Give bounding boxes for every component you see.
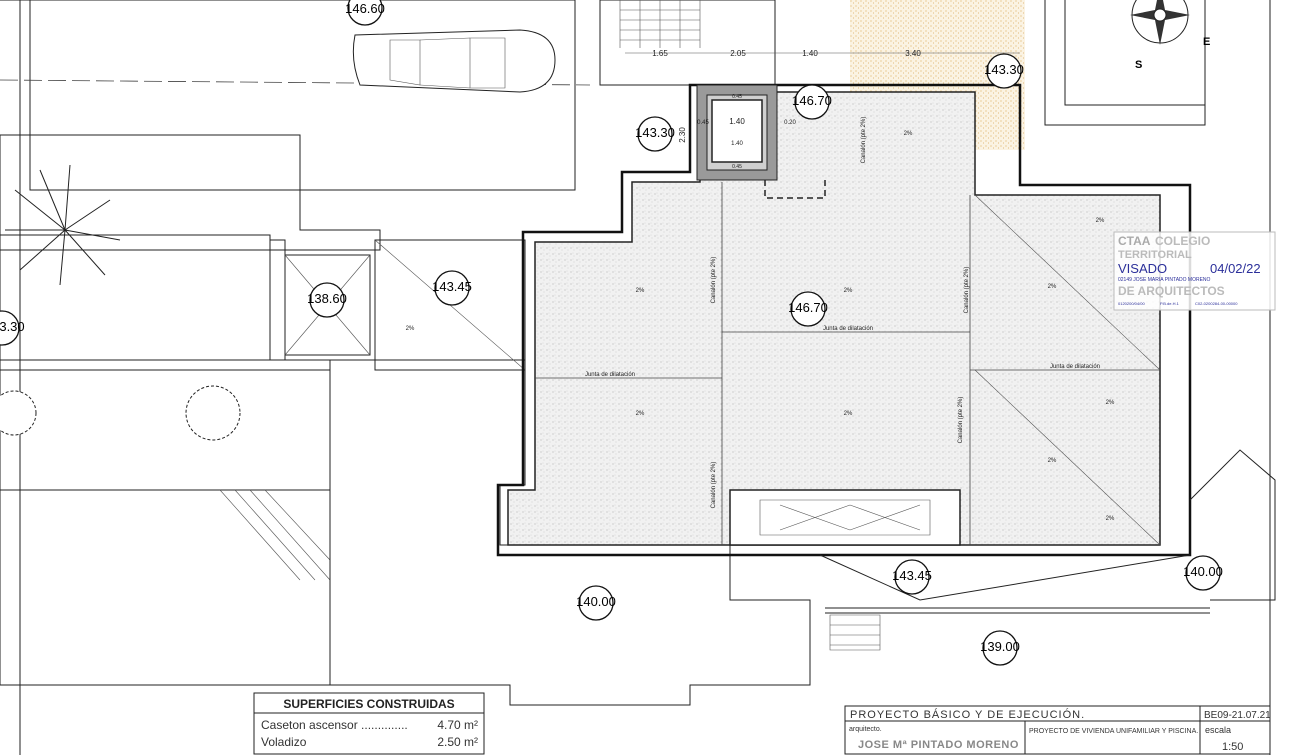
svg-text:VISADO: VISADO bbox=[1118, 261, 1167, 276]
svg-text:DE ARQUITECTOS: DE ARQUITECTOS bbox=[1118, 284, 1225, 298]
svg-text:escala: escala bbox=[1205, 725, 1231, 735]
gutter-label: Canalón (pte 2%) bbox=[711, 462, 717, 509]
dimension-label: 2.05 bbox=[730, 49, 746, 58]
svg-text:140.00: 140.00 bbox=[1183, 564, 1223, 579]
shrub-icon bbox=[0, 390, 37, 436]
gutter-label: Canalón (pte 2%) bbox=[861, 117, 867, 164]
garden-area bbox=[0, 234, 271, 361]
level-marker: 146.70 bbox=[792, 84, 832, 120]
level-marker: 143.45 bbox=[892, 559, 932, 595]
svg-text:4.70 m²: 4.70 m² bbox=[437, 718, 478, 732]
svg-text:2%: 2% bbox=[1096, 218, 1105, 224]
cobble-driveway bbox=[0, 0, 576, 191]
level-marker: 140.00 bbox=[576, 585, 616, 621]
svg-text:Caseton ascensor .............: Caseton ascensor .............. bbox=[261, 718, 408, 732]
svg-text:Voladizo: Voladizo bbox=[261, 735, 307, 749]
main-roof bbox=[507, 91, 1161, 546]
svg-text:0.45: 0.45 bbox=[732, 164, 742, 170]
svg-text:SUPERFICIES CONSTRUIDAS: SUPERFICIES CONSTRUIDAS bbox=[283, 697, 454, 711]
svg-text:S: S bbox=[1135, 59, 1142, 71]
svg-text:146.70: 146.70 bbox=[788, 300, 828, 315]
level-marker: 143.45 bbox=[432, 270, 472, 306]
svg-text:143.30: 143.30 bbox=[635, 125, 675, 140]
svg-text:BE09-21.07.21: BE09-21.07.21 bbox=[1204, 710, 1271, 721]
svg-text:2%: 2% bbox=[406, 326, 415, 332]
pool bbox=[0, 489, 331, 686]
level-marker: 140.00 bbox=[1183, 555, 1223, 591]
svg-text:0.45: 0.45 bbox=[697, 120, 709, 126]
level-marker: 138.60 bbox=[307, 282, 347, 318]
svg-text:1.40: 1.40 bbox=[729, 117, 745, 126]
joint-label: Junta de dilatación bbox=[823, 326, 873, 332]
svg-text:140.00: 140.00 bbox=[576, 594, 616, 609]
svg-text:PROYECTO BÁSICO Y DE EJECUCIÓN: PROYECTO BÁSICO Y DE EJECUCIÓN. bbox=[850, 708, 1085, 721]
svg-text:146.70: 146.70 bbox=[792, 93, 832, 108]
svg-text:139.00: 139.00 bbox=[980, 639, 1020, 654]
svg-text:PROYECTO DE VIVIENDA UNIFAMILI: PROYECTO DE VIVIENDA UNIFAMILIAR Y PISCI… bbox=[1029, 728, 1198, 735]
svg-text:02149 JOSE MARIA PINTADO MOREN: 02149 JOSE MARIA PINTADO MORENO bbox=[1118, 277, 1211, 283]
dimension-label: 1.40 bbox=[802, 49, 818, 58]
svg-text:143.30: 143.30 bbox=[984, 62, 1024, 77]
svg-text:P.B.de.H.1: P.B.de.H.1 bbox=[1160, 301, 1180, 306]
svg-text:arquitecto.: arquitecto. bbox=[849, 726, 882, 733]
svg-text:C02-0200284-00-00000: C02-0200284-00-00000 bbox=[1195, 301, 1238, 306]
svg-text:146.60: 146.60 bbox=[345, 1, 385, 16]
svg-text:2%: 2% bbox=[1048, 284, 1057, 290]
svg-text:0120200/04/00: 0120200/04/00 bbox=[1118, 301, 1145, 306]
dimension-label: 2.30 bbox=[678, 127, 687, 143]
skylight bbox=[729, 489, 961, 546]
svg-text:1:50: 1:50 bbox=[1222, 741, 1243, 753]
level-marker: 139.00 bbox=[980, 630, 1020, 666]
visado-stamp: CTAA COLEGIO TERRITORIAL VISADO 04/02/22… bbox=[1113, 231, 1276, 311]
level-marker: 3.30 bbox=[0, 310, 25, 346]
svg-text:2%: 2% bbox=[1106, 400, 1115, 406]
svg-text:2%: 2% bbox=[844, 288, 853, 294]
svg-text:2%: 2% bbox=[904, 131, 913, 137]
dimension-label: 3.40 bbox=[905, 49, 921, 58]
elevator-shaft: 1.40 0.45 0.20 0.45 0.45 1.40 bbox=[696, 84, 796, 181]
svg-text:2%: 2% bbox=[636, 411, 645, 417]
level-marker: 146.70 bbox=[788, 291, 828, 327]
level-marker: 146.60 bbox=[345, 0, 385, 26]
gutter-label: Canalón (pte 2%) bbox=[964, 267, 970, 314]
svg-text:138.60: 138.60 bbox=[307, 291, 347, 306]
svg-text:CTAA: CTAA bbox=[1118, 234, 1151, 248]
svg-text:2%: 2% bbox=[1106, 516, 1115, 522]
shrub-icon bbox=[185, 385, 241, 441]
skylight-roof bbox=[284, 254, 371, 356]
svg-text:0.45: 0.45 bbox=[732, 94, 742, 100]
gutter-label: Canalón (pte 2%) bbox=[958, 397, 964, 444]
svg-text:TERRITORIAL: TERRITORIAL bbox=[1118, 249, 1192, 261]
svg-text:2%: 2% bbox=[1048, 458, 1057, 464]
svg-text:E: E bbox=[1203, 36, 1210, 48]
areas-table: SUPERFICIES CONSTRUIDAS Caseton ascensor… bbox=[253, 692, 485, 755]
north-compass-icon: S E bbox=[1130, 0, 1210, 71]
level-marker: 143.30 bbox=[984, 53, 1024, 89]
svg-text:1.40: 1.40 bbox=[731, 141, 743, 147]
svg-text:COLEGIO: COLEGIO bbox=[1155, 234, 1210, 248]
staircase bbox=[599, 0, 776, 86]
level-marker: 143.30 bbox=[635, 116, 675, 152]
svg-text:04/02/22: 04/02/22 bbox=[1210, 261, 1261, 276]
svg-text:JOSE Mª PINTADO MORENO: JOSE Mª PINTADO MORENO bbox=[858, 739, 1019, 751]
title-block: PROYECTO BÁSICO Y DE EJECUCIÓN. BE09-21.… bbox=[844, 705, 1271, 755]
dimension-label: 1.65 bbox=[652, 49, 668, 58]
svg-text:143.45: 143.45 bbox=[892, 568, 932, 583]
svg-text:3.30: 3.30 bbox=[0, 319, 25, 334]
joint-label: Junta de dilatación bbox=[1050, 364, 1100, 370]
svg-text:2.50 m²: 2.50 m² bbox=[437, 735, 478, 749]
svg-text:2%: 2% bbox=[636, 288, 645, 294]
joint-label: Junta de dilatación bbox=[585, 372, 635, 378]
car-icon bbox=[352, 29, 556, 93]
svg-text:0.20: 0.20 bbox=[784, 120, 796, 126]
svg-text:2%: 2% bbox=[844, 411, 853, 417]
gutter-label: Canalón (pte 2%) bbox=[711, 257, 717, 304]
palm-plant-icon bbox=[5, 164, 121, 286]
svg-text:143.45: 143.45 bbox=[432, 279, 472, 294]
